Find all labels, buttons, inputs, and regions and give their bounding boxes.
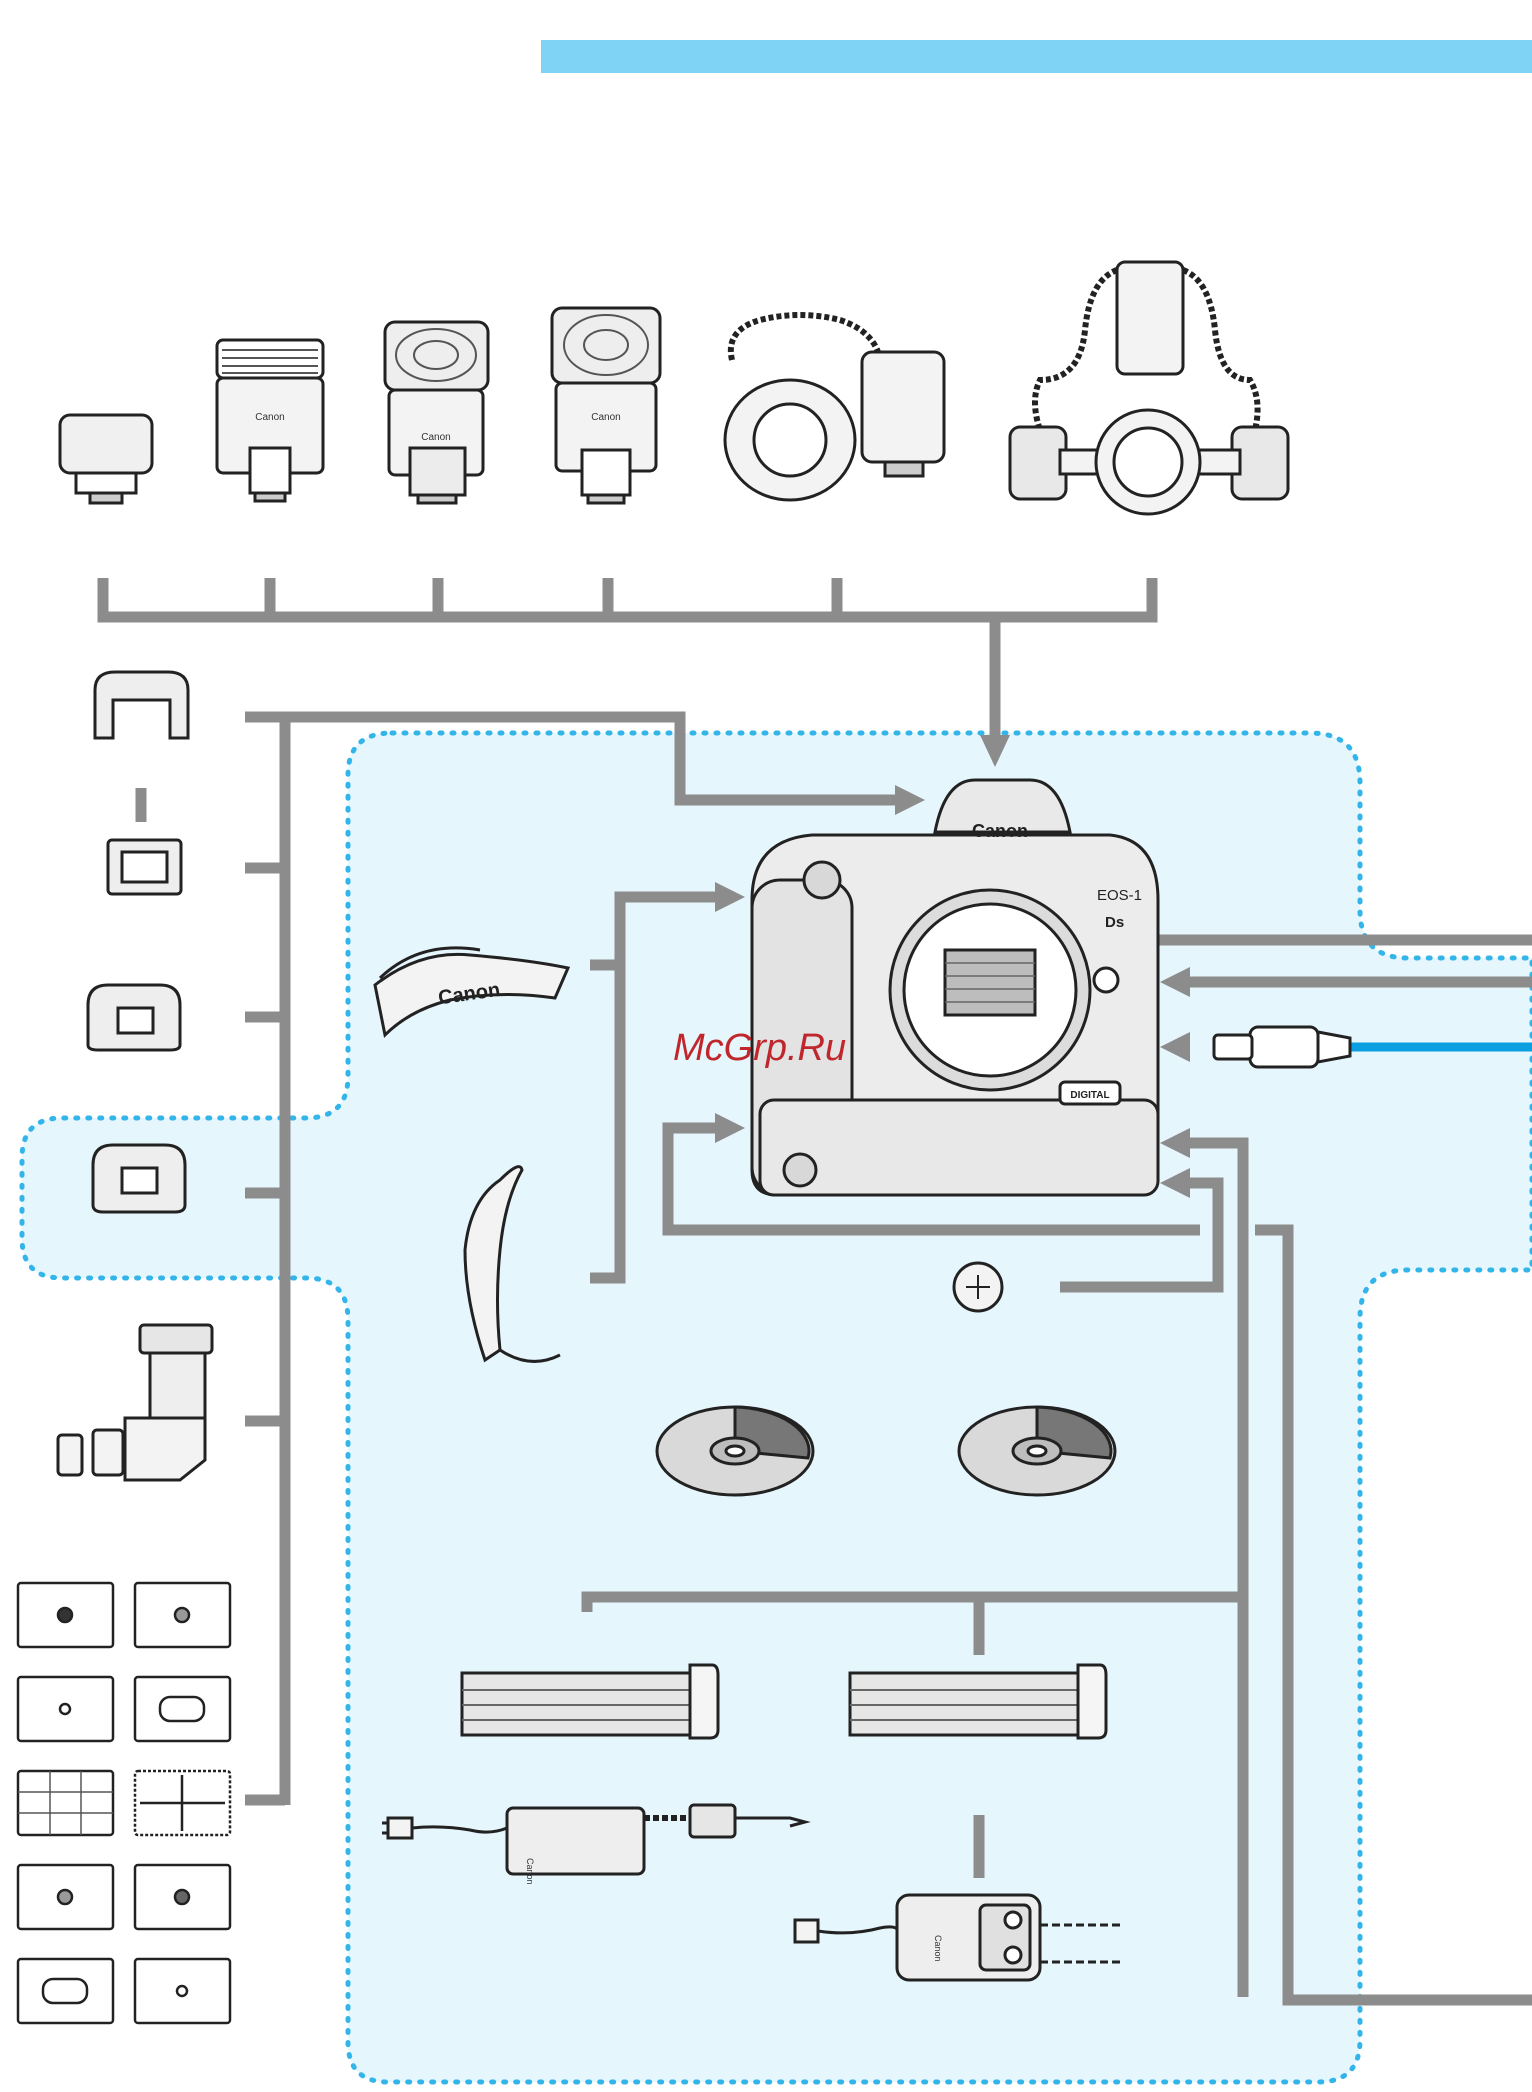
ring-flash-controller (862, 352, 944, 462)
twin-flash-ring-hole (1114, 428, 1182, 496)
twin-flash-head-left (1010, 427, 1066, 499)
ring-flash-cord (731, 315, 878, 360)
battery-charger-panel (980, 1905, 1030, 1970)
watermark: McGrp.Ru (673, 1027, 846, 1069)
flash-large: Canon (552, 308, 660, 503)
focusing-screen-8-mark (175, 1890, 189, 1904)
flash-small-shoe (255, 493, 285, 501)
angle-finder-barrel (150, 1353, 205, 1418)
software-disc-1 (657, 1407, 813, 1495)
focusing-screen-1-mark (58, 1608, 72, 1622)
focusing-screen-5 (18, 1771, 113, 1835)
camera-model-badge: EOS-1 (1097, 887, 1142, 904)
flash-large-head (552, 308, 660, 383)
usb-plug-body (1250, 1027, 1318, 1067)
usb-plug-tip (1214, 1035, 1252, 1059)
battery-charger-slot-1 (1005, 1912, 1021, 1928)
focusing-screen-9-mark (43, 1979, 87, 2003)
eyecup-included (93, 1145, 185, 1212)
flash-medium-brand: Canon (421, 432, 450, 443)
software-disc-2-hole (1028, 1446, 1046, 1456)
focusing-screen-3-mark (60, 1704, 70, 1714)
camera-sensor (945, 950, 1035, 1015)
flash-large-shoe (588, 495, 624, 503)
flash-medium-shoe (418, 495, 456, 503)
eyecup-frame (95, 672, 188, 738)
angle-finder-cup (140, 1325, 212, 1353)
eyepiece-adapter-window (122, 852, 167, 882)
flash-small-brand: Canon (255, 412, 284, 423)
ac-adapter-coupler (690, 1805, 735, 1837)
focusing-screens (18, 1583, 230, 2023)
flash-medium-foot (410, 448, 465, 495)
ring-flash-hole (754, 404, 826, 476)
flash-small: Canon (217, 340, 323, 501)
flash-compact-body (60, 415, 152, 473)
angle-finder (58, 1325, 212, 1480)
software-disc-1-hole (726, 1446, 744, 1456)
battery-pack-2 (850, 1665, 1106, 1738)
battery-pack-1 (462, 1665, 718, 1738)
flash-bus-line (103, 578, 1152, 617)
eyecup-included-window (122, 1168, 157, 1193)
flash-compact-shoe (90, 493, 122, 503)
camera-body: Canon EOS-1 Ds DIGITAL (752, 780, 1158, 1195)
battery-charger-brand: Canon (933, 1935, 943, 1962)
backup-battery (954, 1263, 1002, 1311)
flash-large-brand: Canon (591, 412, 620, 423)
ac-adapter-plug (382, 1818, 412, 1838)
eyecup-frame-shape (95, 672, 188, 738)
flash-compact (60, 415, 152, 503)
software-disc-2 (959, 1407, 1115, 1495)
flash-large-foot (582, 450, 630, 495)
flash-medium-head (385, 322, 488, 390)
eyecup-eg (88, 985, 180, 1050)
flash-medium: Canon (385, 322, 488, 503)
angle-finder-body (125, 1418, 205, 1480)
battery-charger-slot-2 (1005, 1947, 1021, 1963)
header-bar (541, 40, 1532, 73)
battery-pack-2-cap (1078, 1665, 1106, 1738)
twin-flash-cord-left (1035, 270, 1117, 430)
twin-flash-cord-right (1183, 270, 1258, 430)
focusing-screen-4-mark (160, 1697, 204, 1721)
ring-flash (725, 315, 944, 500)
camera-dial (804, 862, 840, 898)
focusing-screen-10-mark (177, 1986, 187, 1996)
twin-flash (1010, 262, 1288, 514)
flash-small-foot (250, 448, 290, 493)
battery-charger-plug (795, 1920, 818, 1942)
battery-pack-1-cap (690, 1665, 718, 1738)
ac-adapter-brand: Canon (525, 1858, 535, 1885)
camera-model-badge-sub: Ds (1105, 914, 1124, 931)
camera-vertical-dial (784, 1154, 816, 1186)
camera-brand: Canon (972, 821, 1028, 841)
camera-release-button (1094, 968, 1118, 992)
focusing-screen-2-mark (175, 1608, 189, 1622)
focusing-screen-7-mark (58, 1890, 72, 1904)
flash-compact-foot (76, 473, 136, 493)
usb-strain-relief (1318, 1032, 1350, 1062)
twin-flash-controller (1117, 262, 1183, 374)
camera-grip-badge: DIGITAL (1070, 1090, 1109, 1101)
angle-finder-adapter-2 (93, 1430, 123, 1475)
eyepiece-adapter (108, 840, 181, 894)
angle-finder-adapter-1 (58, 1435, 82, 1475)
ring-flash-controller-foot (885, 462, 923, 476)
eyecup-eg-window (118, 1008, 153, 1033)
camera-battery-grip (760, 1100, 1158, 1195)
